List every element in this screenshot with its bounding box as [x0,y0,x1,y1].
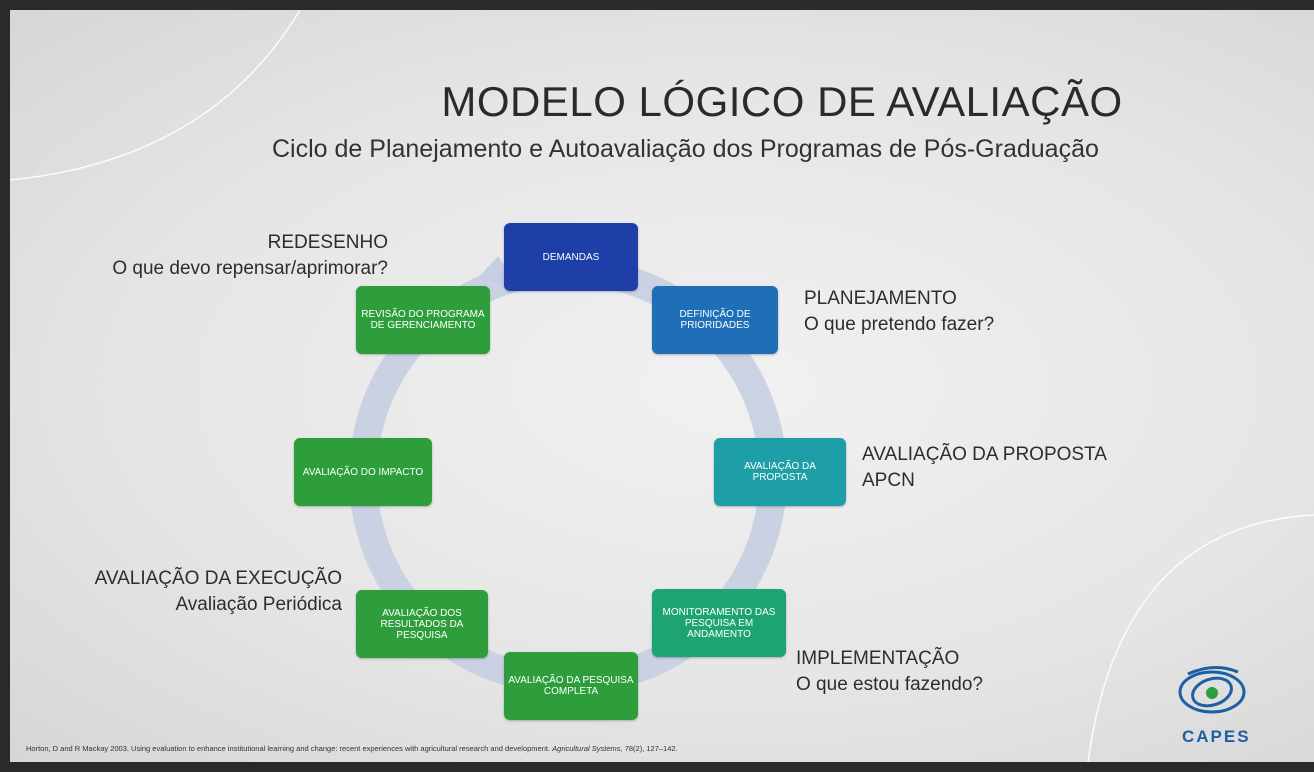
phase-avaliacao-execucao-question: Avaliação Periódica [175,594,342,615]
box-avaliacao-impacto: AVALIAÇÃO DO IMPACTO [294,438,432,506]
phase-redesenho-question: O que devo repensar/aprimorar? [112,258,388,279]
phase-avaliacao-proposta-title: AVALIAÇÃO DA PROPOSTA [862,444,1107,465]
capes-logo-icon [1178,666,1246,714]
reference-citation: Horton, D and R Mackay 2003. Using evalu… [26,744,678,753]
phase-redesenho-title: REDESENHO [267,232,388,253]
box-avaliacao-proposta: AVALIAÇÃO DA PROPOSTA [714,438,846,506]
box-revisao-programa: REVISÃO DO PROGRAMA DE GERENCIAMENTO [356,286,490,354]
phase-redesenho: REDESENHO O que devo repensar/aprimorar? [16,230,388,282]
box-monitoramento: MONITORAMENTO DAS PESQUISA EM ANDAMENTO [652,589,786,657]
phase-planejamento-title: PLANEJAMENTO [804,288,957,309]
box-demandas: DEMANDAS [504,223,638,291]
page-title: MODELO LÓGICO DE AVALIAÇÃO [441,78,1123,125]
phase-implementacao: IMPLEMENTAÇÃO O que estou fazendo? [796,646,983,698]
phase-avaliacao-execucao: AVALIAÇÃO DA EXECUÇÃO Avaliação Periódic… [26,566,342,618]
capes-logo-text: CAPES [1182,727,1251,746]
phase-avaliacao-proposta: AVALIAÇÃO DA PROPOSTA APCN [862,442,1107,494]
phase-implementacao-question: O que estou fazendo? [796,674,983,695]
box-pesquisa-completa: AVALIAÇÃO DA PESQUISA COMPLETA [504,652,638,720]
phase-avaliacao-proposta-question: APCN [862,470,915,491]
phase-avaliacao-execucao-title: AVALIAÇÃO DA EXECUÇÃO [94,568,342,589]
box-definicao-prioridades: DEFINIÇÃO DE PRIORIDADES [652,286,778,354]
reference-journal: Agricultural Systems, [552,744,623,753]
reference-text: Horton, D and R Mackay 2003. Using evalu… [26,744,551,753]
phase-implementacao-title: IMPLEMENTAÇÃO [796,648,960,669]
reference-pages: 78(2), 127–142. [624,744,678,753]
box-resultados-pesquisa: AVALIAÇÃO DOS RESULTADOS DA PESQUISA [356,590,488,658]
page-subtitle: Ciclo de Planejamento e Autoavaliação do… [272,135,1099,163]
phase-planejamento: PLANEJAMENTO O que pretendo fazer? [804,286,994,338]
phase-planejamento-question: O que pretendo fazer? [804,314,995,335]
slide: MODELO LÓGICO DE AVALIAÇÃO Ciclo de Plan… [10,10,1314,762]
